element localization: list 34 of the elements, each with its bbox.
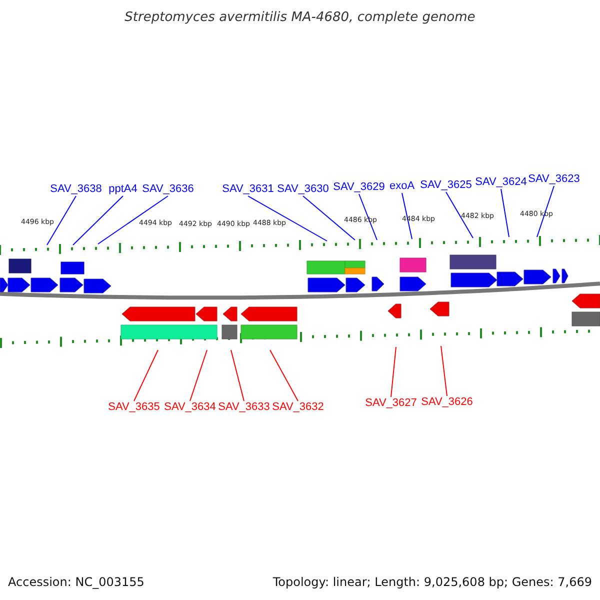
gene-name-label: SAV_3635 [108,401,160,414]
leader-line [302,196,356,240]
accession-text: Accession: NC_003155 [8,576,144,588]
genome-stats-text: Topology: linear; Length: 9,025,608 bp; Genes: 7,669 [272,576,592,588]
leader-line [230,350,244,402]
leader-line [440,346,448,396]
title: Streptomyces avermitilis MA-4680, complete genome [124,11,476,24]
gene-name-label: pptA4 [108,183,138,196]
gene-name-label: SAV_3632 [272,401,324,414]
gene-name-label: SAV_3631 [222,183,274,196]
gene-name-label: SAV_3630 [277,183,329,196]
leader-line [248,196,328,242]
gene-name-label: SAV_3634 [164,401,216,414]
gene-name-label: exoA [389,180,415,193]
leader-line [190,350,208,402]
leader-line [98,196,168,244]
leader-line [270,350,298,402]
gene-name-label: SAV_3625 [420,179,472,192]
leader-line [46,196,76,246]
gene-name-label: SAV_3627 [365,397,417,410]
leader-line [134,350,158,402]
gene-name-label: SAV_3636 [142,183,194,196]
gene-name-label: SAV_3626 [421,396,473,409]
leader-line [446,192,474,238]
leader-line [390,346,396,398]
gene-name-label: SAV_3623 [528,173,580,186]
leader-line [536,186,554,238]
leader-line [358,194,378,240]
gene-name-label: SAV_3629 [333,181,385,194]
gene-name-label: SAV_3633 [218,401,270,414]
leader-line [500,188,510,238]
gene-name-label: SAV_3624 [475,176,527,189]
leader-line [72,196,124,246]
gene-name-label: SAV_3638 [50,183,102,196]
